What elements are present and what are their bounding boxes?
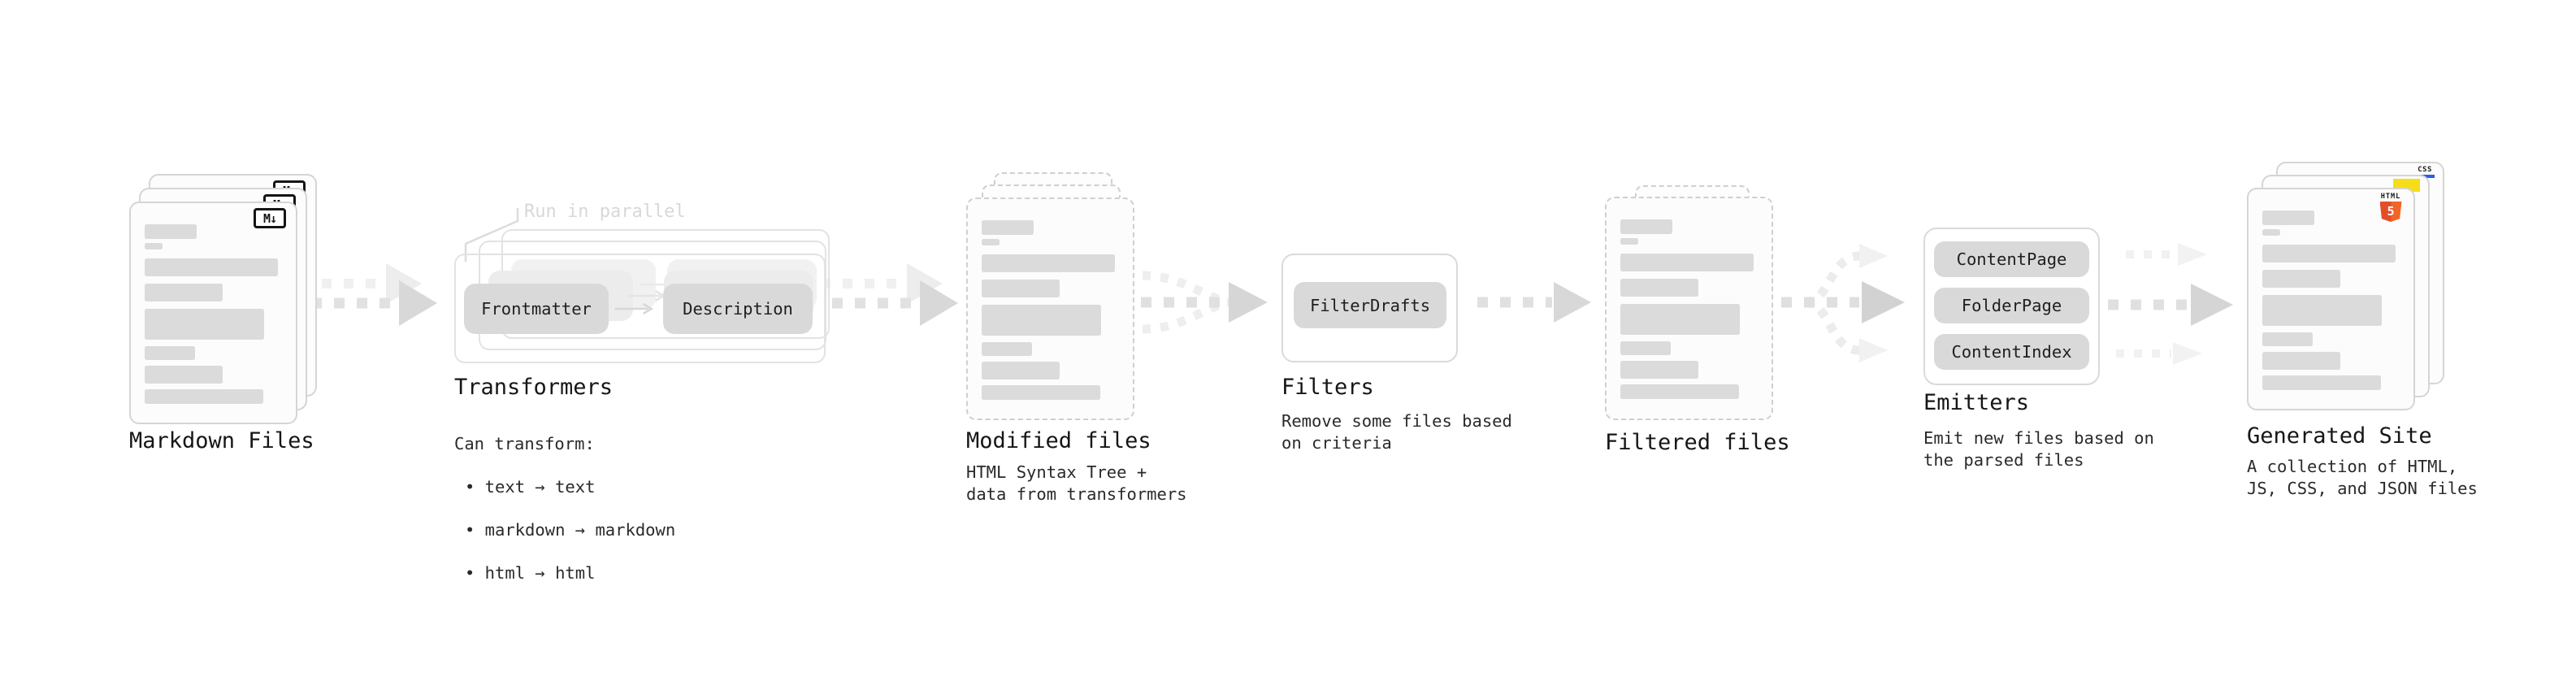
filters-container: FilterDrafts [1281, 254, 1458, 362]
flow-arrow-markdown-to-transformers [305, 263, 437, 326]
modified-file-card [966, 197, 1134, 420]
flow-arrow-fanout-to-emitters [1781, 244, 1905, 362]
stage-title-filters: Filters [1281, 375, 1374, 400]
document-content-placeholder [2262, 210, 2400, 390]
emitters-container: ContentPage FolderPage ContentIndex [1923, 228, 2100, 385]
transform-bullet: • html → html [465, 562, 596, 583]
transform-bullet: • markdown → markdown [465, 519, 676, 540]
generated-file-card-html: HTML 5 [2247, 188, 2415, 410]
generated-site-description: A collection of HTML, JS, CSS, and JSON … [2247, 457, 2478, 498]
stage-title-markdown-files: Markdown Files [129, 428, 314, 453]
filters-description: Remove some files based on criteria [1281, 411, 1512, 453]
transformer-layer-front: Frontmatter Description [454, 254, 826, 363]
stage-title-generated-site: Generated Site [2247, 423, 2432, 449]
transformer-box-frontmatter: Frontmatter [464, 283, 609, 334]
transformer-box-description: Description [663, 283, 813, 334]
transform-bullet: • text → text [465, 476, 596, 497]
stage-title-modified-files: Modified files [966, 428, 1151, 453]
stage-title-filtered-files: Filtered files [1605, 430, 1790, 455]
flow-arrow-transformers-to-modified [826, 263, 958, 326]
modified-files-description: HTML Syntax Tree + data from transformer… [966, 462, 1187, 504]
flow-arrow-filters-to-filtered [1477, 282, 1591, 323]
run-in-parallel-note: Run in parallel [524, 202, 686, 222]
flow-arrows-emitters-to-generated [2108, 243, 2233, 365]
emitters-description: Emit new files based on the parsed files [1923, 428, 2154, 470]
emitter-box-folderpage: FolderPage [1934, 288, 2089, 323]
can-transform-heading: Can transform: [454, 433, 595, 453]
stage-title-emitters: Emitters [1923, 390, 2030, 415]
html5-icon: HTML 5 [2374, 193, 2407, 222]
transformers-description: Can transform: • text → text • markdown … [454, 411, 675, 605]
markdown-icon: M↓ [254, 208, 286, 228]
markdown-file-card-front: M↓ [129, 202, 297, 424]
document-content-placeholder [1620, 219, 1758, 399]
stage-title-transformers: Transformers [454, 375, 614, 400]
flow-arrow-merge-to-filters [1141, 271, 1268, 334]
filter-box-filterdrafts: FilterDrafts [1294, 282, 1446, 328]
document-content-placeholder [145, 224, 282, 404]
document-content-placeholder [982, 220, 1119, 400]
emitter-box-contentpage: ContentPage [1934, 241, 2089, 277]
transform-arrow-icon [614, 302, 653, 314]
note-connector-line [464, 208, 519, 262]
filtered-file-card [1605, 197, 1773, 420]
emitter-box-contentindex: ContentIndex [1934, 334, 2089, 370]
